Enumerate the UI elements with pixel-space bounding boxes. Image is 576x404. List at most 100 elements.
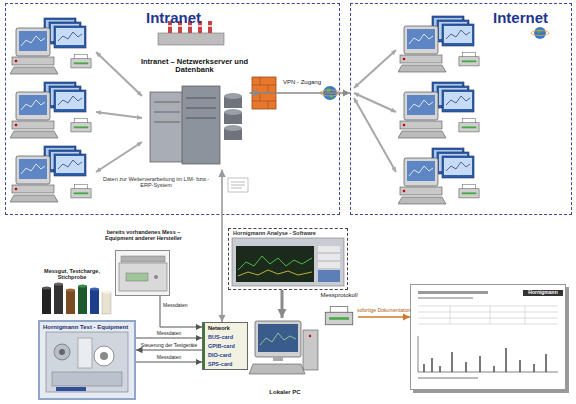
node-label: Hornigmann Analyse - Software: [233, 230, 345, 236]
node-label: Lokaler PC: [249, 389, 321, 396]
connector: [281, 290, 284, 318]
sample-spools: [90, 287, 99, 290]
firewall-icon: [252, 77, 276, 109]
report-document: [418, 306, 558, 324]
test-device: [52, 372, 122, 386]
software-screenshot: [318, 254, 340, 260]
network-zone: IntranetIntranet – Netzwerkserver und Da…: [5, 3, 340, 215]
globe-icon: [320, 27, 549, 100]
test-device: [56, 387, 86, 391]
test-device: [54, 344, 70, 360]
connector-label: Messdaten: [137, 331, 201, 337]
client-arrows: [96, 52, 142, 96]
connector: [358, 316, 410, 318]
pci-card: [202, 322, 248, 370]
report-document: [418, 318, 558, 319]
factory-icon: [158, 33, 224, 45]
printer-node: Messprotokoll: [320, 304, 358, 326]
connector: [250, 92, 351, 94]
server-rack: [224, 93, 242, 99]
sample-spools: [42, 288, 51, 314]
report-document: [418, 377, 478, 379]
scale-device: [115, 250, 170, 296]
network-zone: Internet: [350, 3, 572, 215]
node-label: Hornigmann: [523, 290, 563, 296]
globe-icon: [531, 31, 549, 36]
globe-icon: [323, 86, 337, 100]
report-document: [410, 284, 566, 390]
connector: [136, 350, 202, 351]
connector: [221, 170, 223, 323]
server-rack: [182, 86, 220, 164]
connector-label: Messdaten: [163, 303, 197, 309]
local-pc: [255, 321, 301, 357]
connector: [136, 338, 202, 339]
node-label: Messprotokoll: [314, 292, 364, 299]
sample-spools: [66, 288, 75, 291]
computer-node: Lokaler PC: [249, 318, 321, 400]
device-box: bereits vorhandenes Mess – Equipment and…: [115, 250, 170, 296]
report-document: [418, 291, 488, 294]
node-label: DIO-card: [208, 352, 248, 358]
client-arrows: [96, 142, 142, 172]
document-icon: [231, 185, 245, 186]
test-device: [78, 338, 92, 368]
report-document: [418, 324, 558, 325]
connector: [160, 296, 202, 327]
server-rack: [186, 118, 216, 119]
sample-spools: [102, 290, 111, 293]
server-rack: [154, 112, 180, 113]
printer-icons: [71, 55, 91, 68]
sample-spools: [66, 290, 75, 314]
sample-spools: [54, 282, 63, 285]
report-document: [424, 348, 546, 372]
local-pc: [260, 333, 296, 345]
software-screenshot: [232, 238, 344, 286]
sample-spools: [78, 286, 87, 314]
local-pc: [249, 321, 318, 374]
document-icon: [231, 182, 245, 183]
globe-icon: [534, 27, 546, 39]
node-label: GPIB-card: [208, 343, 248, 349]
sample-spools: [78, 284, 87, 287]
globe-icon: [320, 90, 340, 96]
zone-heading: Internet: [351, 9, 548, 26]
test-device: [94, 346, 114, 366]
interface-card: NetworkBUS-cardGPIB-cardDIO-cardSPS-card: [202, 322, 248, 370]
scale-device: [126, 273, 148, 281]
report-document: [418, 336, 419, 372]
pci-card: [202, 322, 248, 370]
software-screenshot: [318, 270, 340, 282]
server-rack: [154, 122, 180, 123]
client-arrows: [96, 112, 142, 118]
node-label: Network: [208, 325, 248, 331]
printer-icons: [459, 53, 479, 66]
local-pc: [303, 330, 318, 370]
sample-spools: [54, 284, 63, 314]
connector-label: Messdaten: [137, 355, 201, 361]
connector-label: sofortige Dokumentation: [352, 308, 416, 314]
firewall-icon: [252, 77, 276, 109]
software-screenshot: [238, 256, 312, 270]
client-arrows: [96, 50, 396, 172]
printer-icons: [71, 185, 91, 198]
server-rack: [186, 98, 216, 99]
connector: [136, 362, 202, 363]
report-document: [418, 297, 473, 299]
scale-device: [119, 263, 167, 291]
software-screenshot: [318, 262, 340, 268]
software-screenshot: [232, 238, 344, 286]
report-document: [525, 306, 526, 324]
test-device: [38, 320, 136, 400]
report-document: [418, 372, 558, 373]
test-device: [100, 352, 108, 360]
server-rack: [224, 125, 242, 131]
client-arrows: [354, 50, 396, 88]
server-rack: [154, 102, 180, 103]
report-document: [450, 306, 451, 324]
connector-label: Steuerung der Testgeräte: [137, 343, 201, 349]
equipment-box: Hornigmann Test - Equipment: [38, 320, 136, 400]
printer-icons: [71, 119, 91, 132]
sample-spools: [90, 289, 99, 314]
server-node: Intranet – Netzwerkserver und Datenbank: [140, 48, 250, 170]
